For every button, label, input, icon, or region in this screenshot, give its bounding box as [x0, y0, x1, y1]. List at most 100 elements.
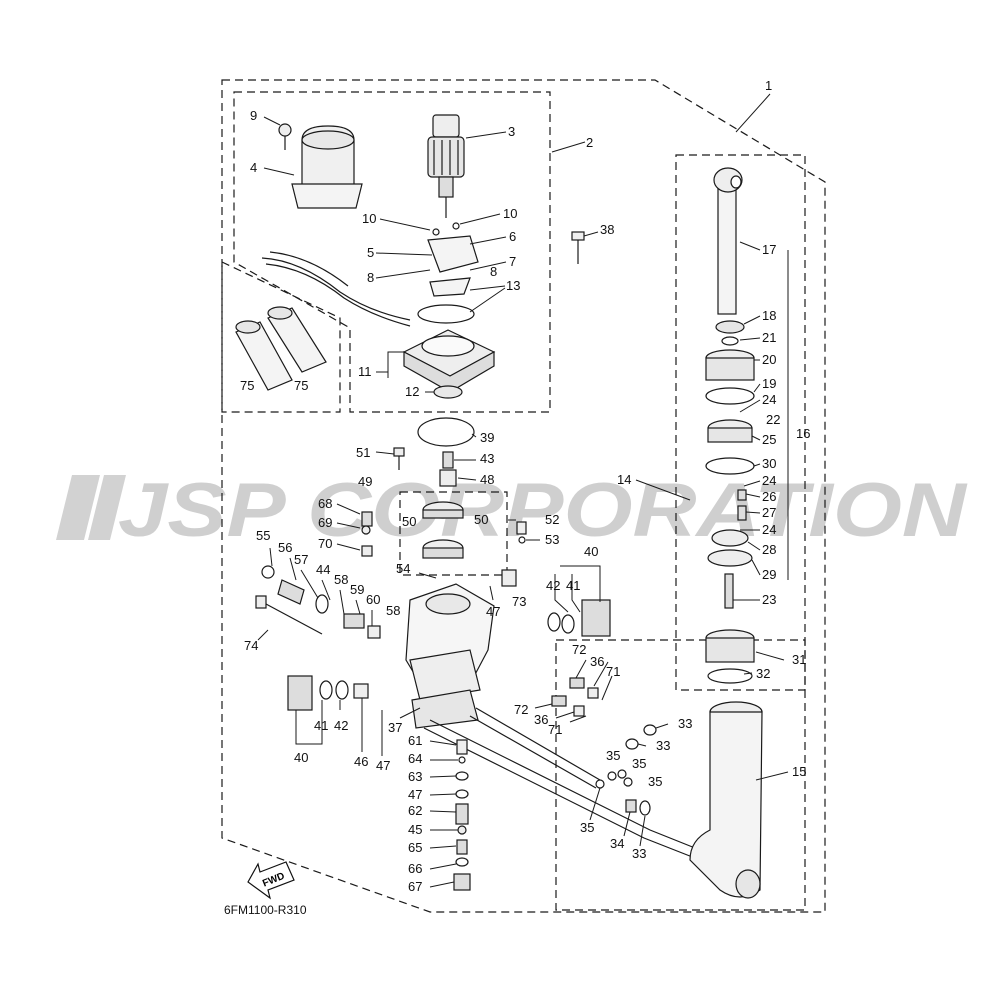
valve-40-right-icon	[581, 599, 611, 637]
callout-9: 9	[250, 108, 257, 123]
callout-50-left: 50	[402, 514, 416, 529]
callout-46: 46	[354, 754, 368, 769]
callout-30: 30	[762, 456, 776, 471]
piston-29-icon	[707, 549, 753, 567]
watermark-logo-icon	[56, 475, 126, 540]
callout-26: 26	[762, 489, 776, 504]
callout-24-a: 24	[762, 392, 776, 407]
callout-41-left: 41	[314, 718, 328, 733]
bolt-51-icon	[393, 447, 405, 470]
callout-53: 53	[545, 532, 559, 547]
piston-25-icon	[707, 419, 753, 443]
callout-24-b: 24	[762, 473, 776, 488]
callout-36-bottom: 36	[534, 712, 548, 727]
callout-44: 44	[316, 562, 330, 577]
screw-9-icon	[278, 123, 292, 150]
callout-16: 16	[796, 426, 810, 441]
valve-50-icon	[422, 501, 464, 559]
spring-27-icon	[737, 505, 747, 521]
callout-48: 48	[480, 472, 494, 487]
callout-75-right: 75	[294, 378, 308, 393]
callout-1: 1	[765, 78, 772, 93]
callout-63: 63	[408, 769, 422, 784]
callout-17: 17	[762, 242, 776, 257]
callout-33-mid: 33	[656, 738, 670, 753]
callout-39: 39	[480, 430, 494, 445]
o-ring-32-icon	[707, 668, 753, 684]
plug-36-icon	[573, 687, 599, 717]
motor-armature-icon	[427, 114, 465, 218]
callout-72-top: 72	[572, 642, 586, 657]
callout-35-b: 35	[632, 756, 646, 771]
callout-12: 12	[405, 384, 419, 399]
callout-55: 55	[256, 528, 270, 543]
pin-75-icon	[235, 306, 327, 391]
callout-4: 4	[250, 160, 257, 175]
callout-25: 25	[762, 432, 776, 447]
rod-seal-18-icon	[715, 320, 745, 334]
o-ring-19-icon	[705, 387, 755, 405]
spring-65-icon	[456, 839, 468, 855]
tube-icon	[423, 707, 701, 861]
o-ring-63-icon	[455, 771, 469, 781]
callout-47-top: 47	[486, 604, 500, 619]
spring-34-icon	[625, 799, 637, 813]
callout-70: 70	[318, 536, 332, 551]
callout-42-right: 42	[546, 578, 560, 593]
callout-71-bottom: 71	[548, 722, 562, 737]
piston-48-icon	[439, 469, 457, 487]
o-ring-66-icon	[455, 857, 469, 867]
callout-18: 18	[762, 308, 776, 323]
wire-harness-icon	[261, 251, 411, 327]
accessory-75-outline	[221, 261, 341, 413]
plug-73-icon	[501, 569, 517, 587]
seat-70-icon	[361, 545, 373, 557]
callout-20: 20	[762, 352, 776, 367]
callout-13: 13	[506, 278, 520, 293]
o-ring-13-icon	[417, 304, 475, 324]
ring-55-icon	[261, 565, 275, 579]
callout-71-top: 71	[606, 664, 620, 679]
gland-20-icon	[705, 349, 755, 381]
group-outlines	[221, 79, 826, 913]
callout-57: 57	[294, 552, 308, 567]
callout-14: 14	[617, 472, 631, 487]
spring-62-icon	[455, 803, 469, 825]
ball-45-icon	[457, 825, 467, 835]
plug-67-icon	[453, 873, 471, 891]
bolt-74-icon	[255, 595, 323, 635]
callout-43: 43	[480, 451, 494, 466]
pin-52-icon	[516, 521, 527, 535]
leader-lines	[257, 93, 789, 888]
o-ring-41-left-icon	[319, 680, 333, 700]
assembly-2-outline	[233, 91, 551, 413]
callout-38: 38	[600, 222, 614, 237]
piston-rod-icon	[713, 167, 743, 315]
seal-64-icon	[458, 756, 466, 764]
washer-28-icon	[711, 529, 749, 547]
assembly-1-outline	[221, 79, 826, 913]
pump-body-icon	[405, 583, 495, 729]
spring-59-icon	[343, 613, 365, 629]
callout-35-d: 35	[580, 820, 594, 835]
callout-15: 15	[792, 764, 806, 779]
ball-53-icon	[518, 536, 526, 544]
callout-62: 62	[408, 803, 422, 818]
callout-75-left: 75	[240, 378, 254, 393]
callout-5: 5	[367, 245, 374, 260]
spring-68-icon	[361, 511, 373, 527]
free-piston-31-icon	[705, 629, 755, 663]
callout-24-c: 24	[762, 522, 776, 537]
o-ring-41-right-icon	[561, 614, 575, 634]
callout-47-left: 47	[376, 758, 390, 773]
ring-21-icon	[721, 336, 739, 346]
bolt-23-icon	[724, 573, 734, 609]
callout-74: 74	[244, 638, 258, 653]
callout-22: 22	[766, 412, 780, 427]
callout-35-a: 35	[606, 748, 620, 763]
o-ring-47-icon	[455, 789, 469, 799]
parts	[235, 114, 763, 900]
callout-23: 23	[762, 592, 776, 607]
callout-33-bottom: 33	[632, 846, 646, 861]
